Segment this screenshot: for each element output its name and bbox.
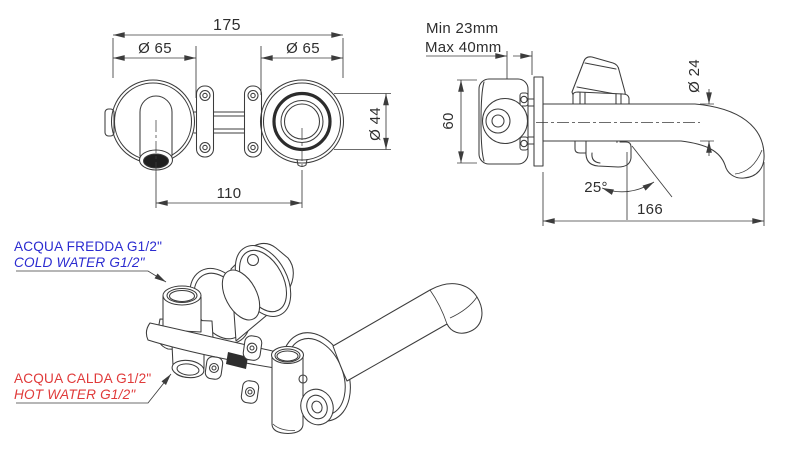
hot-leader-line <box>16 373 172 404</box>
iso-spout-tee <box>270 345 305 435</box>
handle-rosette <box>259 79 345 170</box>
handle-lever <box>571 56 630 105</box>
dim-right-escutcheon-text: Ø 65 <box>286 40 320 57</box>
iso-flange-hole <box>246 253 260 267</box>
handle-collar-lower <box>574 140 632 168</box>
dim-left-escutcheon: Ø 65 <box>113 40 197 98</box>
dim-handle-rosette: Ø 44 <box>334 93 391 150</box>
iso-bar-lugs <box>204 335 263 404</box>
iso-bar-hatch <box>226 352 248 369</box>
dim-right-escutcheon: Ø 65 <box>260 40 343 95</box>
hot-label-italian: ACQUA CALDA G1/2" <box>14 371 151 386</box>
wall-depth-min-text: Min 23mm <box>426 20 498 37</box>
dim-body-height: 60 <box>440 79 477 164</box>
isometric-view: ACQUA FREDDA G1/2" COLD WATER G1/2" ACQU… <box>14 239 483 435</box>
hot-water-label: ACQUA CALDA G1/2" HOT WATER G1/2" <box>14 371 172 404</box>
dim-handle-angle: 25° <box>584 145 673 220</box>
side-view: Min 23mm Max 40mm 60 Ø 24 25° <box>425 20 765 226</box>
iso-disc-hole <box>298 374 308 384</box>
mounting-bracket <box>193 85 263 158</box>
inwall-body <box>478 78 535 165</box>
dim-wall-depth: Min 23mm Max 40mm <box>425 20 533 79</box>
dim-spout-to-handle-text: 110 <box>217 185 242 202</box>
dim-overall-width-text: 175 <box>213 17 241 34</box>
spout-tip-rim <box>734 149 763 175</box>
dim-left-escutcheon-text: Ø 65 <box>138 40 172 57</box>
iso-cartridge <box>221 242 294 342</box>
dim-spout-reach-text: 166 <box>637 201 663 218</box>
dim-handle-angle-text: 25° <box>584 179 608 196</box>
wall-depth-max-text: Max 40mm <box>425 39 502 56</box>
cold-label-english: COLD WATER G1/2" <box>14 255 146 270</box>
dim-spout-reach: 166 <box>542 162 765 226</box>
dim-handle-rosette-text: Ø 44 <box>367 107 384 141</box>
dim-body-height-text: 60 <box>440 112 457 129</box>
iso-spout-tube <box>332 283 483 382</box>
dim-spout-to-handle: 110 <box>155 170 303 208</box>
cold-label-italian: ACQUA FREDDA G1/2" <box>14 239 162 254</box>
cold-leader-line <box>16 270 167 283</box>
hot-label-english: HOT WATER G1/2" <box>14 387 136 402</box>
iso-outlet-plug <box>298 374 334 426</box>
dim-spout-tube-text: Ø 24 <box>686 59 703 93</box>
wall-plate <box>533 76 544 167</box>
dim-overall-width: 175 <box>112 17 344 78</box>
spout-side <box>542 103 765 179</box>
dim-spout-tube: Ø 24 <box>686 59 714 156</box>
front-view: 175 Ø 65 Ø 65 Ø 44 110 <box>104 17 391 208</box>
cold-water-label: ACQUA FREDDA G1/2" COLD WATER G1/2" <box>14 239 167 283</box>
